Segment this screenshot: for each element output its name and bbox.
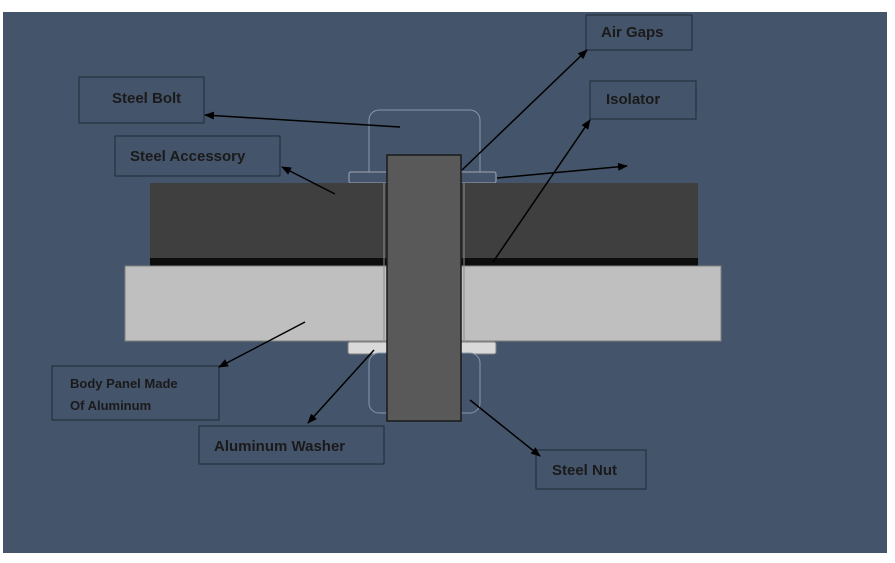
label-steel-accessory-text: Steel Accessory bbox=[130, 148, 246, 165]
label-air-gaps-text: Air Gaps bbox=[601, 24, 664, 41]
label-isolator: Isolator bbox=[589, 80, 697, 120]
arrow-steel-accessory bbox=[281, 166, 336, 195]
bolt-shaft bbox=[386, 154, 462, 422]
label-body-panel: Body Panel Made Of Aluminum bbox=[51, 365, 220, 421]
label-steel-accessory: Steel Accessory bbox=[114, 135, 281, 177]
arrow-air-gaps bbox=[461, 49, 588, 171]
arrow-aluminum-washer bbox=[307, 349, 375, 424]
label-isolator-text: Isolator bbox=[606, 91, 660, 108]
label-aluminum-washer-text: Aluminum Washer bbox=[214, 438, 345, 455]
label-air-gaps: Air Gaps bbox=[585, 14, 693, 51]
arrow-body-panel bbox=[218, 321, 306, 368]
arrow-isolator bbox=[492, 119, 591, 263]
arrow-steel-nut bbox=[469, 399, 541, 457]
label-aluminum-washer: Aluminum Washer bbox=[198, 425, 385, 465]
label-steel-bolt: Steel Bolt bbox=[78, 76, 205, 124]
arrow-air-gap-right bbox=[496, 162, 628, 179]
label-body-panel-line1: Body Panel Made bbox=[70, 376, 178, 391]
label-steel-nut-text: Steel Nut bbox=[552, 462, 617, 479]
label-steel-nut: Steel Nut bbox=[535, 449, 647, 490]
arrow-steel-bolt bbox=[204, 111, 401, 128]
label-steel-bolt-text: Steel Bolt bbox=[112, 90, 181, 107]
label-body-panel-line2: Of Aluminum bbox=[70, 398, 151, 413]
